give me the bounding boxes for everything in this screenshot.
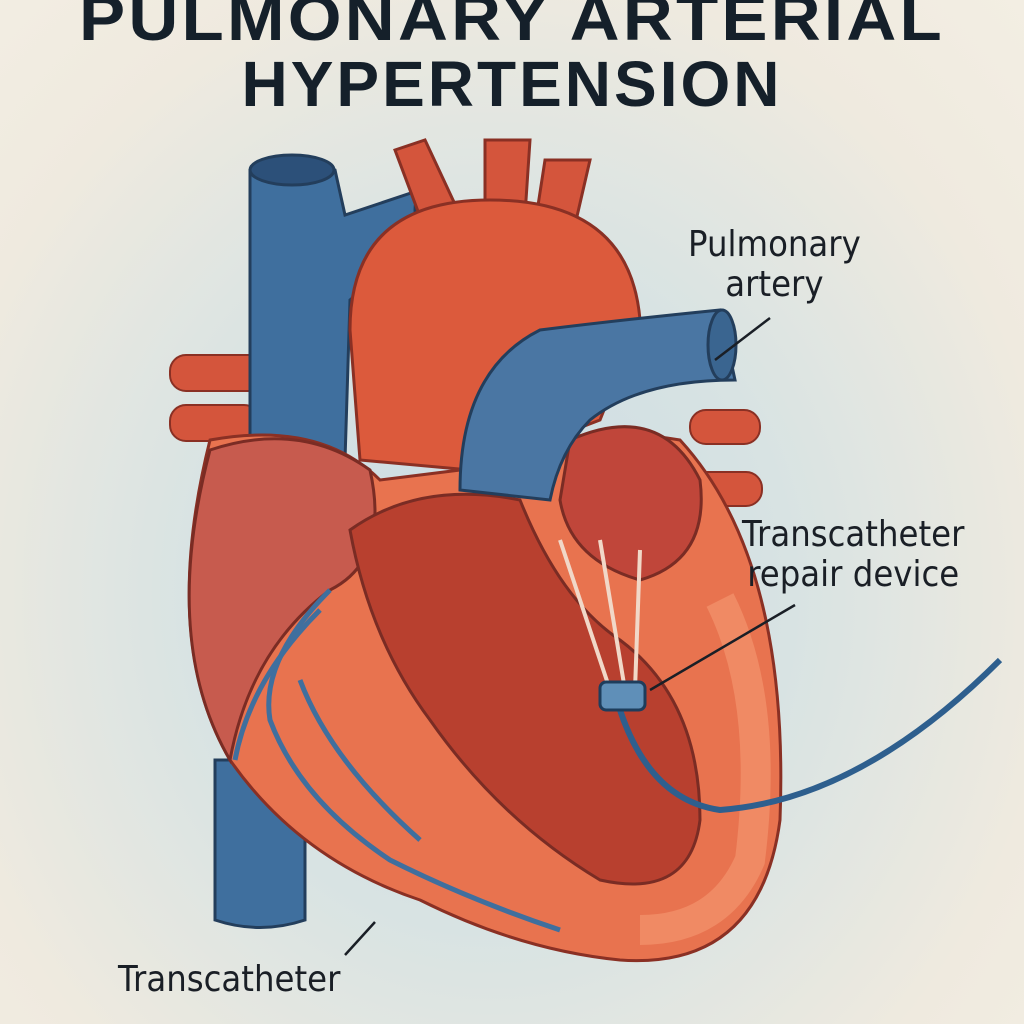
label-pulmonary-artery: Pulmonary artery <box>688 225 861 305</box>
pulmonary-artery <box>458 308 737 502</box>
catheter-line <box>617 657 1003 814</box>
chordae <box>558 539 642 691</box>
label-pulmonary-artery-line2: artery <box>725 264 824 305</box>
left-atrium <box>558 425 703 582</box>
label-repair-device-line2: repair device <box>747 554 960 595</box>
label-pulmonary-artery-line1: Pulmonary <box>688 224 861 265</box>
ventricle-cavity <box>348 492 702 886</box>
repair-device-icon <box>598 680 647 712</box>
label-transcatheter: Transcatheter <box>118 959 341 1000</box>
ventricle-wall <box>639 593 771 945</box>
right-atrium <box>187 437 377 765</box>
label-repair-device-line1: Transcatheter <box>742 514 965 555</box>
title-line-1: PULMONARY ARTERIAL <box>79 0 945 54</box>
coronary-vessels <box>232 588 561 933</box>
leader-lines <box>344 317 796 956</box>
label-repair-device: Transcatheter repair device <box>742 515 964 595</box>
title-line-2: HYPERTENSION <box>241 48 783 120</box>
